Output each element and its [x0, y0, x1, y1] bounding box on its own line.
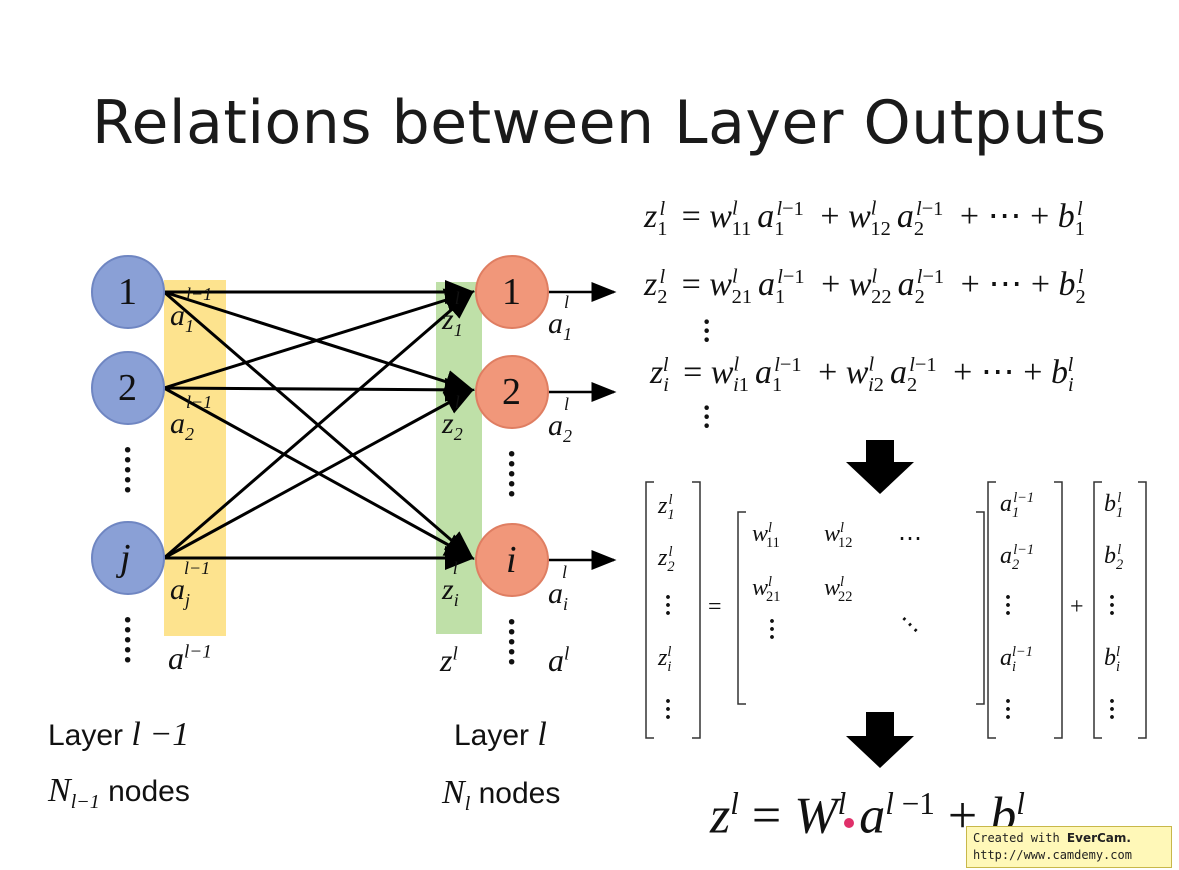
right-node-2: [475, 355, 549, 429]
a1-out: a1l: [548, 292, 572, 344]
a-vector: al: [548, 642, 569, 679]
a-sup: l: [564, 643, 570, 665]
w12: wl12: [824, 520, 853, 551]
w-vdots: ···: [768, 609, 777, 651]
z-sup: l: [452, 643, 458, 665]
left-layer-band: [164, 280, 226, 636]
ma-dots: ···: [1004, 585, 1013, 627]
a-prev-symbol: a: [168, 640, 184, 676]
equation-dots-1: ···: [702, 307, 712, 356]
mai: ail−1: [1000, 644, 1033, 675]
left-layer-caption: Layer l −1: [48, 716, 189, 754]
down-arrow-1: [846, 440, 914, 494]
mz1: z1l: [658, 492, 675, 523]
a2-prev: a2l−1: [170, 392, 213, 444]
equation-dots-2: ···: [702, 393, 712, 442]
evercam-watermark: Created with EverCam. http://www.camdemy…: [966, 826, 1172, 868]
z-symbol: z: [440, 642, 453, 678]
left-nodes-word: nodes: [108, 775, 190, 808]
ma2: a2l−1: [1000, 542, 1035, 573]
left-node-1: [91, 255, 165, 329]
mz-dots: ···: [664, 585, 673, 627]
left-node-j: [91, 521, 165, 595]
right-node-i: [475, 523, 549, 597]
right-n-symbol: N: [442, 774, 465, 811]
left-layer-node-count: Nl−1 nodes: [48, 772, 190, 814]
right-node-1: [475, 255, 549, 329]
mb1: b1l: [1104, 490, 1124, 521]
mbi: bil: [1104, 644, 1120, 675]
mz-dots-2: ···: [664, 689, 673, 731]
right-layer-word: Layer: [454, 719, 530, 752]
w22: wl22: [824, 574, 853, 605]
mb-dots: ···: [1108, 585, 1117, 627]
a2-out: a2l: [548, 394, 572, 446]
right-node-2-label: 2: [502, 371, 521, 413]
watermark-url: http://www.camdemy.com: [973, 848, 1132, 862]
watermark-brand: EverCam.: [1066, 831, 1131, 845]
left-node-dots-bottom: ·····: [122, 602, 134, 679]
mzi: zil: [658, 644, 672, 675]
right-node-dots-bottom: ·····: [506, 604, 518, 681]
equals-sign: =: [708, 594, 722, 620]
connections: [163, 280, 475, 570]
a-prev-sup: l−1: [184, 641, 212, 663]
left-node-2: [91, 351, 165, 425]
right-layer-node-count: Nl nodes: [442, 774, 560, 816]
a-symbol: a: [548, 642, 564, 678]
left-node-1-label: 1: [118, 271, 137, 313]
right-layer-index: l: [537, 716, 547, 753]
right-node-dots: ·····: [506, 436, 518, 513]
z1: z1l: [442, 288, 463, 340]
plus-sign: +: [1070, 594, 1084, 620]
mb2: b2l: [1104, 542, 1124, 573]
matrix-brackets: [645, 481, 1147, 739]
z-vector: zl: [440, 642, 458, 679]
ma1: a1l−1: [1000, 490, 1035, 521]
output-arrows: [548, 282, 617, 570]
right-node-i-label: i: [506, 539, 517, 581]
right-n-sub: l: [464, 793, 471, 815]
mb-dots-2: ···: [1108, 689, 1117, 731]
right-layer-band: [436, 282, 482, 634]
right-node-1-label: 1: [502, 271, 521, 313]
down-arrow-2: [846, 712, 914, 768]
left-n-symbol: N: [48, 772, 71, 809]
a1-prev: a1l−1: [170, 284, 213, 336]
mz2: z2l: [658, 544, 675, 575]
a-prev-vector: al−1: [168, 640, 212, 677]
zi: zil: [442, 558, 459, 610]
cursor-dot: [844, 818, 854, 828]
right-layer-caption: Layer l: [454, 716, 547, 754]
left-node-dots: ·····: [122, 432, 134, 509]
w-hdots: ⋯: [898, 526, 922, 552]
left-node-j-label: j: [120, 537, 131, 579]
left-layer-index: l −1: [131, 716, 190, 753]
right-nodes-word: nodes: [478, 777, 561, 810]
ai-out: ail: [548, 562, 569, 614]
ma-dots-2: ···: [1004, 689, 1013, 731]
left-node-2-label: 2: [118, 367, 137, 409]
w11: wl11: [752, 520, 780, 551]
aj-prev: ajl−1: [170, 558, 211, 610]
slide-title: Relations between Layer Outputs: [92, 88, 1107, 158]
w21: wl21: [752, 574, 781, 605]
left-layer-word: Layer: [48, 719, 124, 752]
z2: z2l: [442, 392, 463, 444]
left-n-sub: l−1: [70, 791, 100, 813]
watermark-prefix: Created with: [973, 831, 1067, 845]
